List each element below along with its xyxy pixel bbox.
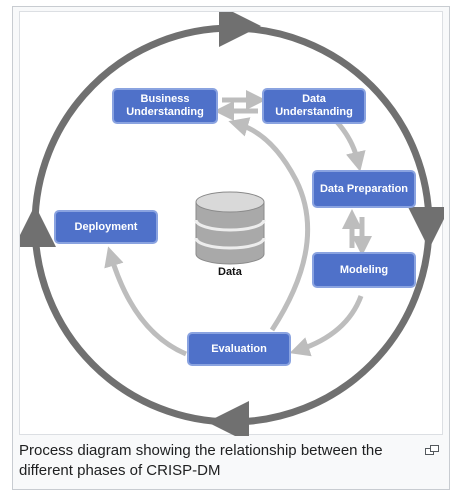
phase-data-understanding[interactable]: Data Understanding bbox=[262, 88, 366, 124]
phase-modeling[interactable]: Modeling bbox=[312, 252, 416, 288]
data-label: Data bbox=[218, 266, 242, 278]
figure-thumbnail: Business Understanding Data Understandin… bbox=[12, 6, 450, 490]
arrow-modeling-to-evaluation bbox=[289, 295, 364, 357]
phase-deployment[interactable]: Deployment bbox=[54, 210, 158, 244]
diagram-graphics bbox=[20, 12, 444, 436]
arrow-understanding-to-preparation bbox=[335, 120, 366, 172]
enlarge-icon[interactable] bbox=[425, 445, 439, 457]
crisp-dm-diagram[interactable]: Business Understanding Data Understandin… bbox=[19, 11, 444, 436]
phase-business-understanding[interactable]: Business Understanding bbox=[112, 88, 218, 124]
arrow-evaluation-to-business bbox=[228, 117, 311, 332]
database-icon bbox=[194, 191, 266, 265]
phase-evaluation[interactable]: Evaluation bbox=[187, 332, 291, 366]
phase-data-preparation[interactable]: Data Preparation bbox=[312, 170, 416, 208]
figure-caption: Process diagram showing the relationship… bbox=[19, 442, 383, 479]
arrow-evaluation-to-deployment bbox=[104, 246, 187, 357]
